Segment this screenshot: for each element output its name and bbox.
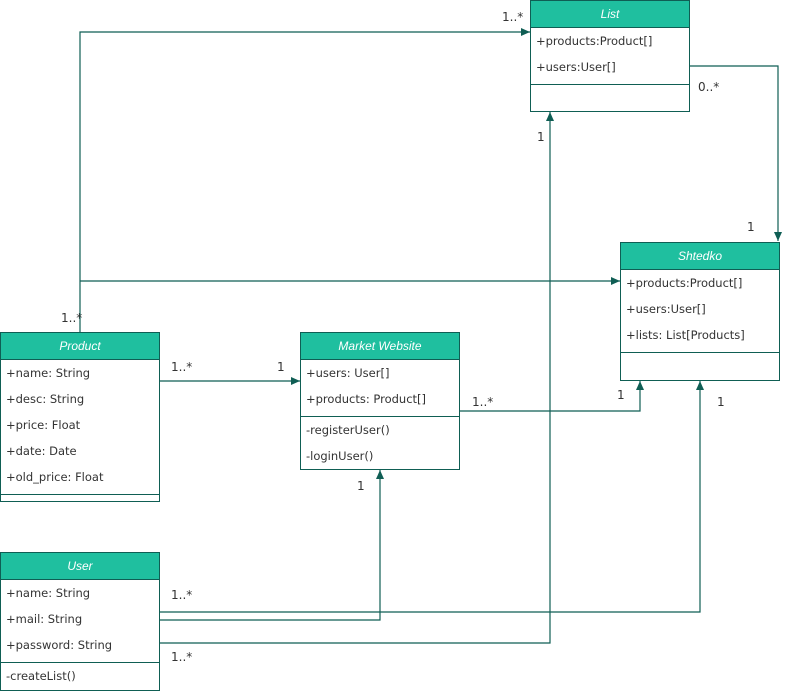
multiplicity-label: 1 xyxy=(357,479,365,493)
class-user-method: -createList() xyxy=(6,669,76,683)
multiplicity-label: 1..* xyxy=(472,395,494,409)
user-to-market-connector xyxy=(160,470,384,621)
class-product[interactable]: Product +name: String +desc: String +pri… xyxy=(0,332,160,502)
class-market-website-attribute: +products: Product[] xyxy=(306,392,427,406)
class-shtedko-attribute: +lists: List[Products] xyxy=(626,328,745,342)
class-product-attribute: +name: String xyxy=(6,366,91,380)
multiplicity-label: 1..* xyxy=(171,650,193,664)
multiplicity-label: 1..* xyxy=(171,588,193,602)
class-market-website-divider xyxy=(301,416,459,417)
class-user-attribute: +mail: String xyxy=(6,612,83,626)
multiplicity-label: 1 xyxy=(537,130,545,144)
multiplicity-label: 1 xyxy=(617,388,625,402)
multiplicity-label: 1 xyxy=(277,360,285,374)
product-to-list-connector xyxy=(79,28,530,332)
class-market-website-attribute: +users: User[] xyxy=(306,366,390,380)
multiplicity-label: 1..* xyxy=(61,311,83,325)
class-product-attribute: +desc: String xyxy=(6,392,85,406)
market-to-shtedko-connector xyxy=(460,381,644,412)
class-shtedko-title: Shtedko xyxy=(621,243,779,270)
multiplicity-label: 1 xyxy=(747,220,755,234)
user-to-shtedko-connector xyxy=(160,381,704,613)
class-market-website-method: -loginUser() xyxy=(306,449,374,463)
class-product-attribute: +old_price: Float xyxy=(6,470,104,484)
class-user-attribute: +password: String xyxy=(6,638,113,652)
class-shtedko-attribute: +users:User[] xyxy=(626,302,706,316)
class-product-attribute: +price: Float xyxy=(6,418,81,432)
class-user-attribute: +name: String xyxy=(6,586,91,600)
user-to-list-connector xyxy=(160,112,554,644)
class-product-title: Product xyxy=(1,333,159,360)
class-shtedko-divider xyxy=(621,352,779,353)
class-list-attribute: +products:Product[] xyxy=(536,34,653,48)
class-market-website[interactable]: Market Website +users: User[] +products:… xyxy=(300,332,460,470)
class-product-attribute: +date: Date xyxy=(6,444,77,458)
class-market-website-method: -registerUser() xyxy=(306,423,390,437)
class-user[interactable]: User +name: String +mail: String +passwo… xyxy=(0,552,160,691)
class-market-website-title: Market Website xyxy=(301,333,459,360)
class-shtedko-attribute: +products:Product[] xyxy=(626,276,743,290)
multiplicity-label: 0..* xyxy=(698,80,720,94)
class-list-attribute: +users:User[] xyxy=(536,60,616,74)
class-list-divider xyxy=(531,84,689,85)
list-to-shtedko-connector xyxy=(690,65,782,241)
class-user-divider xyxy=(1,662,159,663)
class-list-title: List xyxy=(531,1,689,28)
class-user-title: User xyxy=(1,553,159,580)
class-shtedko[interactable]: Shtedko +products:Product[] +users:User[… xyxy=(620,242,780,381)
class-list[interactable]: List +products:Product[] +users:User[] xyxy=(530,0,690,112)
multiplicity-label: 1..* xyxy=(171,360,193,374)
class-product-divider xyxy=(1,494,159,495)
multiplicity-label: 1..* xyxy=(502,10,524,24)
multiplicity-label: 1 xyxy=(717,395,725,409)
